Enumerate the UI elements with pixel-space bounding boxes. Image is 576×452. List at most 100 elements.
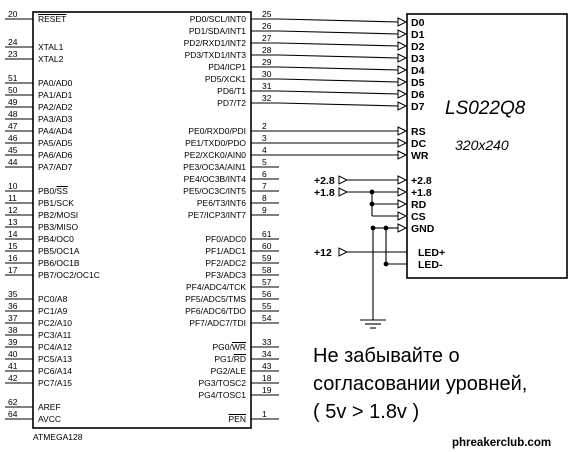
mcu-left-pin-label: PA0/AD0	[38, 78, 73, 88]
mcu-right-pin-label: PD4/ICP1	[208, 62, 246, 72]
junction-dot	[383, 225, 389, 231]
power-12v: +12	[314, 247, 349, 259]
lcd-pin-label: D4	[411, 65, 425, 77]
lcd-pin-arrow	[397, 65, 408, 75]
mcu-right-pin-number: 61	[262, 229, 272, 239]
mcu-left-pin-number: 15	[8, 241, 18, 251]
junction-dot	[369, 189, 375, 195]
mcu-right-pin-label: PF0/ADC0	[205, 234, 246, 244]
lcd-pin-label: RS	[411, 126, 426, 138]
mcu-left-pin-label: PC7/A15	[38, 378, 72, 388]
mcu-left-pin-label: PB0/SS	[38, 186, 68, 196]
note-line-3: ( 5v > 1.8v )	[313, 401, 419, 423]
mcu-left-pin-label: PC5/A13	[38, 354, 72, 364]
lcd-pin-label: CS	[411, 211, 426, 223]
mcu-right-pin-number: 28	[262, 45, 272, 55]
mcu-left-pin-label: PC4/A12	[38, 342, 72, 352]
mcu-left-pin-label: PA2/AD2	[38, 102, 73, 112]
lcd-body	[406, 13, 568, 279]
mcu-right-pin-number: 27	[262, 33, 272, 43]
mcu-right-pin-label: PD2/RXD1/INT2	[184, 38, 247, 48]
mcu-right-pin-label: PG3/TOSC2	[198, 378, 246, 388]
power-1v8: +1.8	[314, 187, 349, 199]
note-line-1: Не забывайте о	[313, 345, 460, 367]
mcu-right-pin-number: 2	[262, 121, 267, 131]
mcu-left-pin-number: 14	[8, 229, 18, 239]
power-12v-label: +12	[314, 247, 332, 259]
mcu-right-pin-number: 33	[262, 337, 272, 347]
lcd-pin-arrow	[397, 138, 408, 148]
mcu-left-pin-number: 17	[8, 265, 18, 275]
mcu-right-pin-number: 3	[262, 133, 267, 143]
mcu-right-pin-label: PD3/TXD1/INT3	[185, 50, 247, 60]
lcd-pin-arrow	[397, 199, 408, 209]
lcd-pin-arrow	[397, 187, 408, 197]
mcu-left-pin-number: 36	[8, 301, 18, 311]
mcu-right-pin-number: 56	[262, 289, 272, 299]
mcu-right-pin-number: 4	[262, 145, 267, 155]
data-bus-wire	[278, 30, 399, 35]
ground-symbol	[360, 319, 386, 329]
mcu-right-pin-label: PE0/RXD0/PDI	[188, 126, 246, 136]
lcd-pin-label: +1.8	[411, 187, 432, 199]
mcu-right-pins: 25PD0/SCL/INT026PD1/SDA/INT127PD2/RXD1/I…	[183, 9, 279, 424]
mcu-right-pin-label: PF5/ADC5/TMS	[185, 294, 246, 304]
mcu-right-pin-label: PF2/ADC2	[205, 258, 246, 268]
mcu-left-pin-label: PA5/AD5	[38, 138, 73, 148]
mcu-right-pin-label: PE7/ICP3/INT7	[188, 210, 246, 220]
mcu-left-pin-label: PC2/A10	[38, 318, 72, 328]
mcu-right-pin-number: 1	[262, 409, 267, 419]
lcd-pin-label: +2.8	[411, 175, 432, 187]
mcu-right-pin-label: PE1/TXD0/PDO	[185, 138, 246, 148]
mcu-left-pin-label: PA7/AD7	[38, 162, 73, 172]
mcu-right-pin-number: 5	[262, 157, 267, 167]
mcu-left-pin-label: PB3/MISO	[38, 222, 79, 232]
lcd-pin-label: D6	[411, 89, 425, 101]
mcu-left-pin-number: 41	[8, 361, 18, 371]
mcu-right-pin-number: 54	[262, 313, 272, 323]
mcu-right-pin-label: PE5/OC3C/INT5	[183, 186, 246, 196]
mcu-right-pin-label: PEN	[229, 414, 246, 424]
lcd-resolution: 320x240	[455, 137, 509, 153]
mcu-left-pin-number: 62	[8, 397, 18, 407]
mcu-left-pin-label: PC1/A9	[38, 306, 68, 316]
mcu-left-pin-number: 11	[8, 193, 17, 203]
junction-dot	[370, 225, 376, 231]
mcu-name: ATMEGA128	[33, 432, 83, 442]
mcu-left-pin-number: 64	[8, 409, 18, 419]
lcd-part-number: LS022Q8	[445, 98, 526, 119]
data-bus-wire	[278, 78, 399, 83]
mcu-right-pin-number: 8	[262, 193, 267, 203]
power-2v8-label: +2.8	[314, 175, 335, 187]
lcd-pin-label: D5	[411, 77, 425, 89]
mcu-right-pin-number: 55	[262, 301, 272, 311]
mcu-left-pin-label: PA6/AD6	[38, 150, 73, 160]
lcd-pin-arrow	[397, 211, 408, 221]
mcu-right-pin-label: PD7/T2	[217, 98, 246, 108]
mcu-right-pin-label: PF7/ADC7/TDI	[189, 318, 246, 328]
mcu-left-pin-label: PB5/OC1A	[38, 246, 80, 256]
mcu-left-pin-number: 38	[8, 325, 18, 335]
mcu-right-pin-number: 58	[262, 265, 272, 275]
mcu-left-pin-number: 47	[8, 121, 18, 131]
mcu-right-pin-label: PD6/T1	[217, 86, 246, 96]
mcu-left-pin-label: PB6/OC1B	[38, 258, 80, 268]
lcd-pin-arrow	[397, 223, 408, 233]
lcd-pin-label: D2	[411, 41, 425, 53]
mcu-left-pin-number: 35	[8, 289, 18, 299]
mcu-left-pin-number: 46	[8, 133, 18, 143]
mcu-left-pin-number: 23	[8, 49, 18, 59]
note-line-2: согласовании уровней,	[313, 373, 527, 395]
lcd-pin-arrow	[397, 89, 408, 99]
mcu-left-pin-number: 45	[8, 145, 18, 155]
mcu-right-pin-label: PG1/RD	[214, 354, 246, 364]
mcu-left-pin-number: 42	[8, 373, 18, 383]
watermark: phreakerclub.com	[452, 437, 551, 449]
mcu-left-pin-label: PB1/SCK	[38, 198, 74, 208]
data-bus-wire	[278, 18, 399, 23]
power-2v8-arrow	[338, 175, 349, 185]
mcu-right-pin-number: 43	[262, 361, 272, 371]
mcu-right-pin-label: PF3/ADC3	[205, 270, 246, 280]
mcu-left-pin-number: 44	[8, 157, 18, 167]
mcu-left-pin-number: 13	[8, 217, 18, 227]
